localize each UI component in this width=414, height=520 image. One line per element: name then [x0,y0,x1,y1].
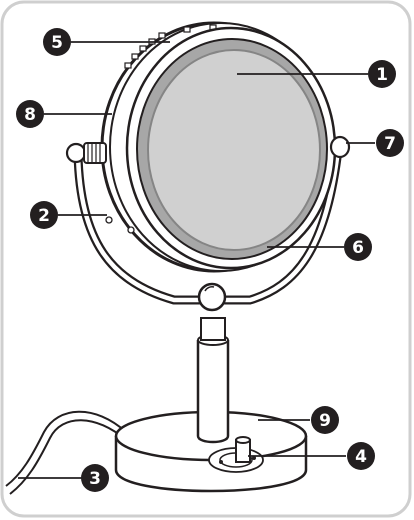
mirror-face [125,26,337,270]
callout-2-label: 2 [38,206,50,226]
callout-5: 5 [43,28,71,56]
stand-column [196,317,230,444]
callout-4-label: 4 [355,447,367,467]
right-pivot-knob [329,135,351,159]
callout-9-label: 9 [319,411,331,431]
callout-2: 2 [30,201,58,229]
callout-7-label: 7 [384,134,396,154]
leader-lines [18,41,375,479]
callout-6-label: 6 [352,238,364,258]
callout-4: 4 [347,442,375,470]
tilt-knob [65,142,107,164]
callout-8: 8 [16,100,44,128]
callout-1-label: 1 [376,65,388,85]
callout-1: 1 [368,60,396,88]
callout-3: 3 [81,464,109,492]
callout-7: 7 [376,129,404,157]
light-switch [208,436,264,473]
callout-8-label: 8 [24,105,36,125]
pivot-ball [197,282,227,312]
callout-5-label: 5 [51,33,63,53]
callout-9: 9 [311,406,339,434]
callout-6: 6 [344,233,372,261]
power-cord [5,410,127,487]
callout-3-label: 3 [89,469,101,489]
